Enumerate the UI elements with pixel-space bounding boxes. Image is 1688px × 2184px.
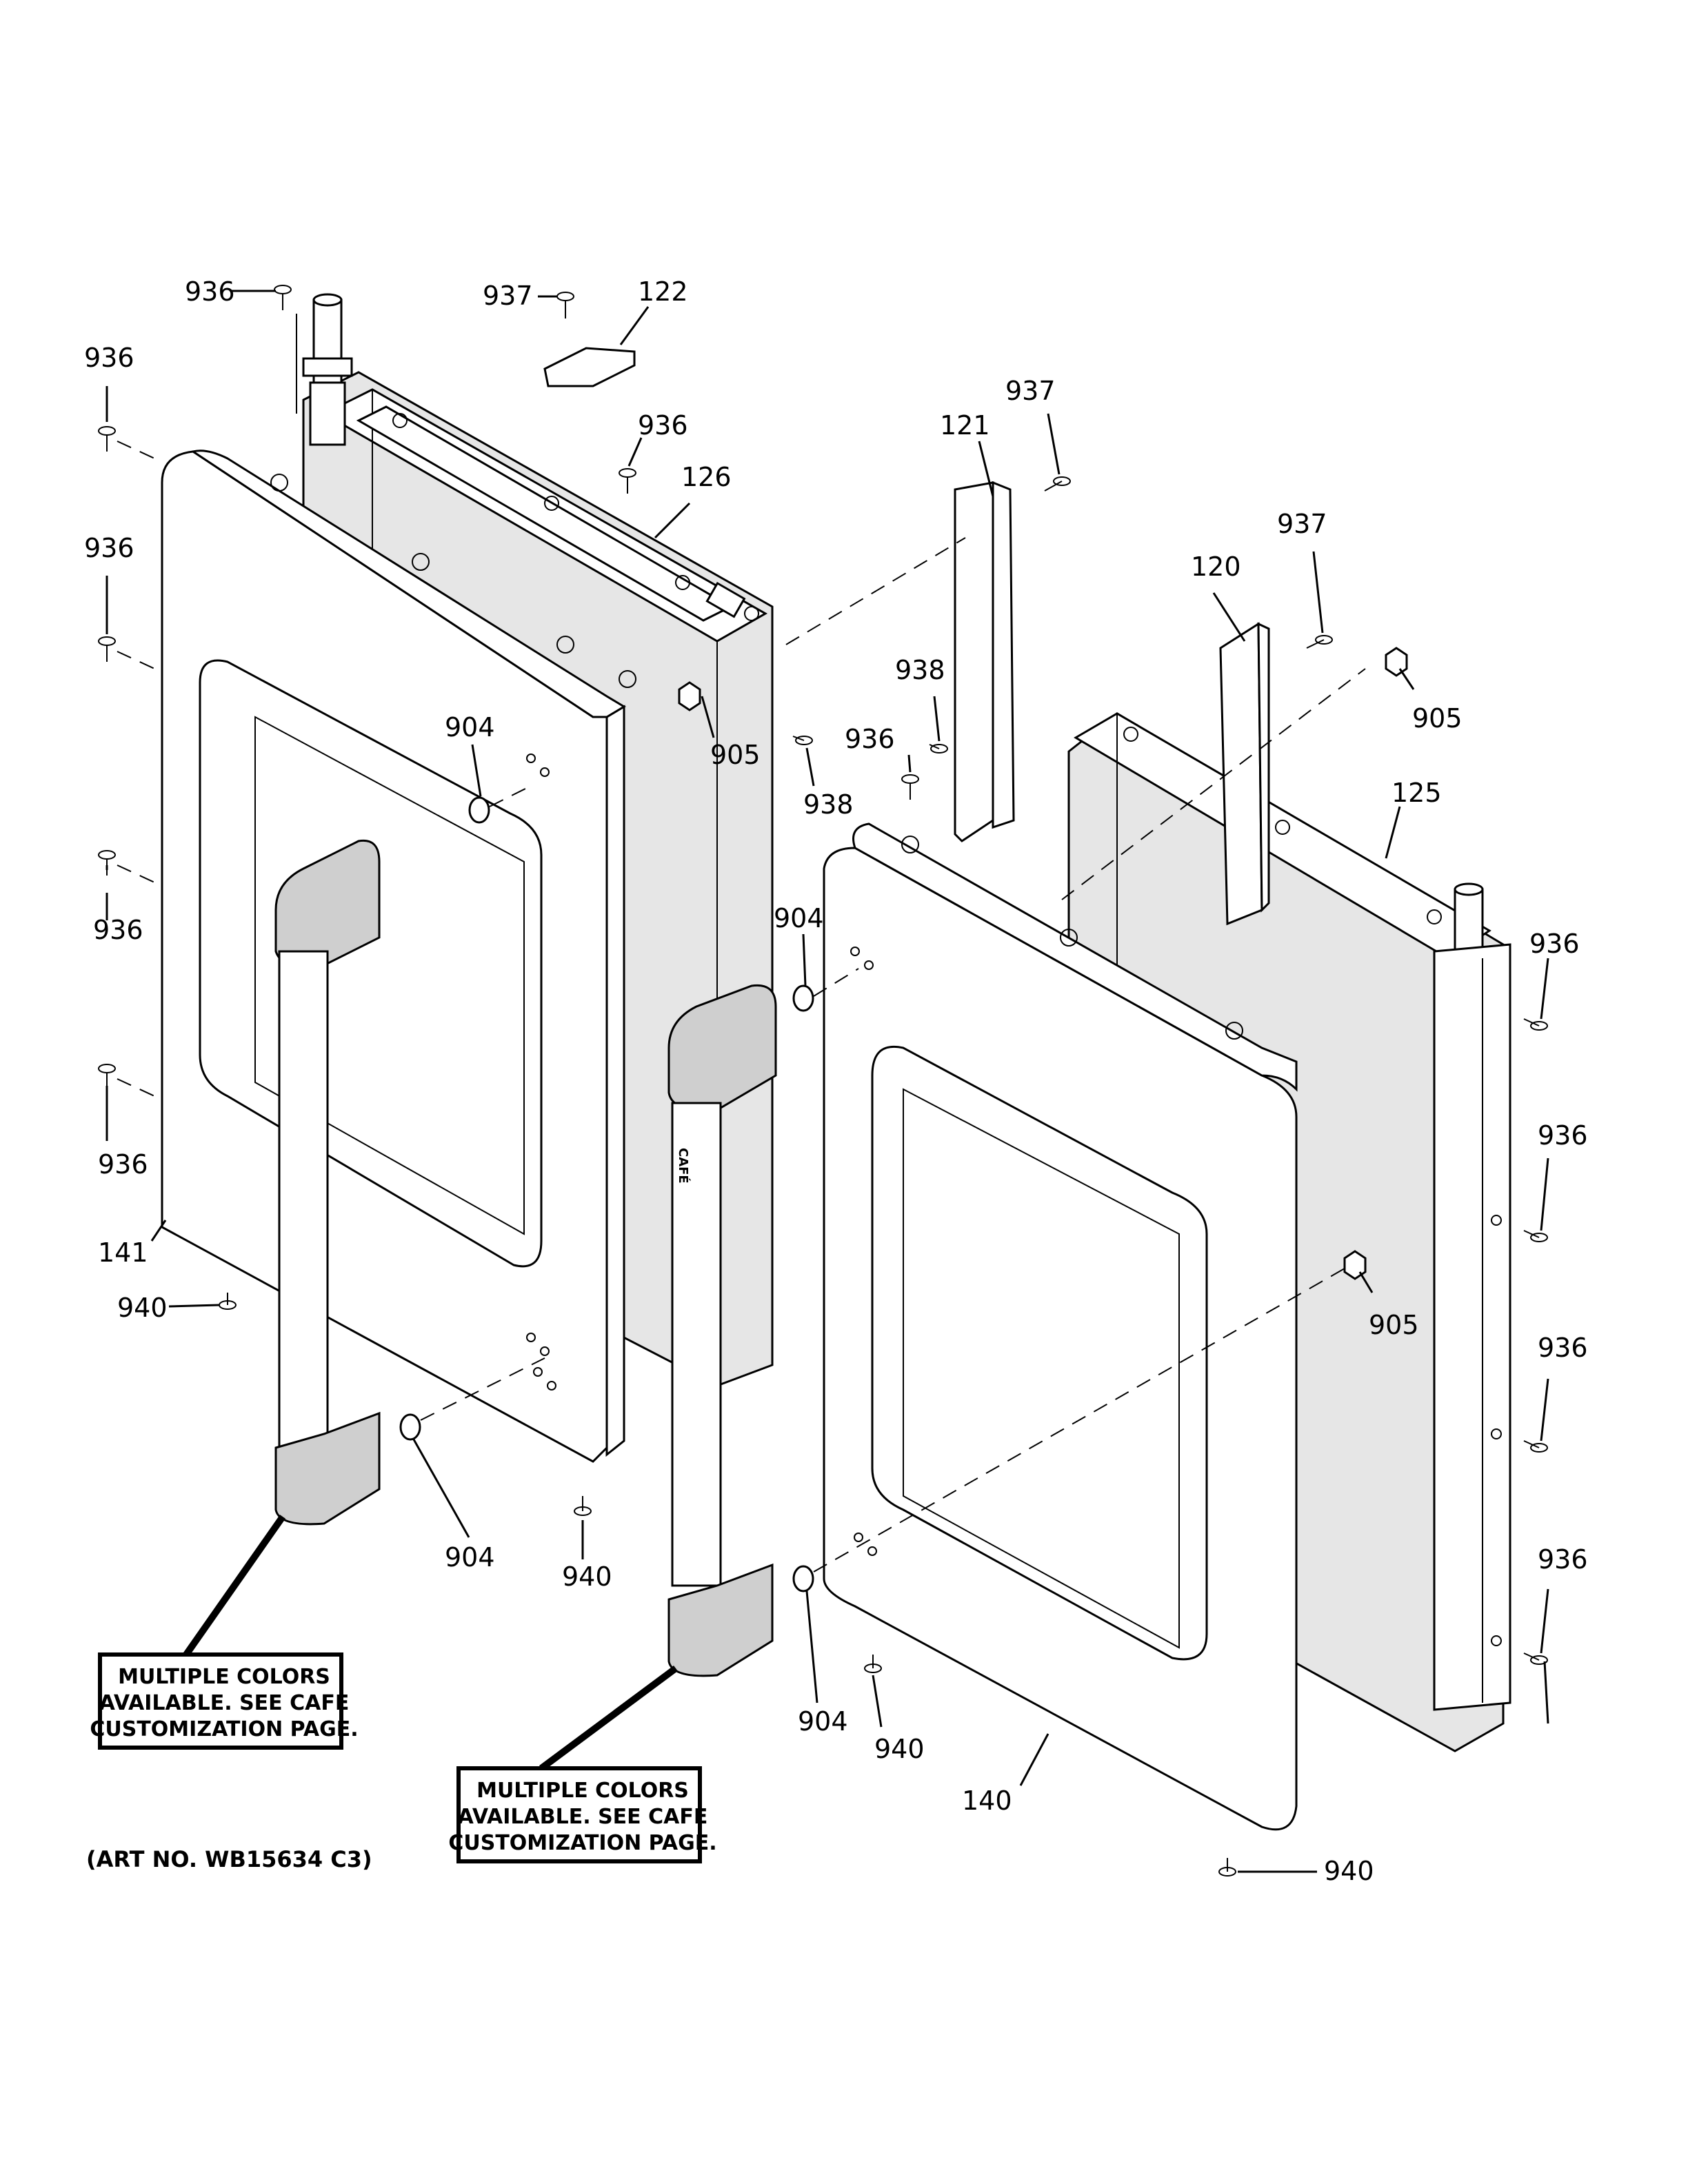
left-door-assembly bbox=[161, 293, 774, 1526]
note-box-left: MULTIPLE COLORS AVAILABLE. SEE CAFE CUST… bbox=[90, 1652, 359, 1750]
note-box-right: MULTIPLE COLORS AVAILABLE. SEE CAFE CUST… bbox=[448, 1766, 717, 1863]
label-937-a: 937 bbox=[483, 281, 533, 311]
screw-904-a bbox=[468, 796, 490, 824]
part-labels: 936 937 122 936 936 126 121 937 937 120 … bbox=[84, 276, 1588, 1886]
handle-left bbox=[274, 839, 381, 1526]
part-141-door bbox=[161, 449, 636, 1463]
label-936-c: 936 bbox=[638, 410, 688, 441]
label-936-i: 936 bbox=[98, 1149, 148, 1180]
label-936-g: 936 bbox=[93, 915, 143, 945]
label-936-e: 936 bbox=[845, 724, 895, 754]
screw-904-d bbox=[792, 1565, 814, 1593]
part-140-door bbox=[823, 822, 1298, 1831]
right-door-assembly: CAFÉ bbox=[667, 481, 1511, 1831]
label-940-b: 940 bbox=[562, 1561, 612, 1592]
screw-904-b bbox=[792, 984, 814, 1012]
label-905-a: 905 bbox=[710, 740, 761, 770]
note-left-line1: MULTIPLE COLORS bbox=[118, 1665, 330, 1689]
leader-lines bbox=[106, 290, 1549, 1873]
label-120: 120 bbox=[1191, 552, 1241, 582]
label-937-b: 937 bbox=[1005, 376, 1056, 406]
label-141: 141 bbox=[98, 1237, 148, 1268]
nut-905-b bbox=[1385, 647, 1408, 677]
part-121-upright bbox=[954, 481, 1015, 842]
label-905-c: 905 bbox=[1369, 1310, 1419, 1340]
label-122: 122 bbox=[638, 276, 688, 307]
hinge-assembly-right bbox=[1433, 882, 1511, 1711]
hinge-assembly-left bbox=[296, 293, 353, 446]
nut-905-a bbox=[678, 681, 701, 711]
art-number: (ART NO. WB15634 C3) bbox=[86, 1846, 372, 1872]
label-904-a: 904 bbox=[445, 712, 495, 742]
label-904-b: 904 bbox=[774, 903, 824, 933]
note-right-line1: MULTIPLE COLORS bbox=[476, 1779, 689, 1803]
label-940-d: 940 bbox=[1324, 1856, 1374, 1886]
label-938-a: 938 bbox=[895, 655, 945, 685]
label-126: 126 bbox=[681, 462, 732, 492]
label-121: 121 bbox=[940, 410, 990, 441]
part-122-bracket bbox=[543, 347, 636, 387]
label-140: 140 bbox=[962, 1786, 1012, 1816]
alignment-lines bbox=[117, 441, 1366, 1573]
note-left-line3: CUSTOMIZATION PAGE. bbox=[90, 1717, 358, 1741]
note-left-line2: AVAILABLE. SEE CAFE bbox=[99, 1691, 350, 1715]
note-right-line2: AVAILABLE. SEE CAFE bbox=[458, 1805, 708, 1829]
part-120-upright bbox=[1219, 622, 1270, 926]
label-936-h: 936 bbox=[1538, 1120, 1588, 1151]
label-125: 125 bbox=[1391, 778, 1442, 808]
note-right-line3: CUSTOMIZATION PAGE. bbox=[448, 1831, 716, 1855]
label-936-f: 936 bbox=[1529, 929, 1580, 959]
label-936-b: 936 bbox=[84, 343, 134, 373]
label-937-c: 937 bbox=[1277, 509, 1327, 539]
label-936-d: 936 bbox=[84, 533, 134, 563]
label-936-j: 936 bbox=[1538, 1333, 1588, 1363]
label-904-d: 904 bbox=[798, 1706, 848, 1737]
label-940-a: 940 bbox=[117, 1293, 168, 1323]
handle-logo-text: CAFÉ bbox=[676, 1148, 691, 1184]
label-936-k: 936 bbox=[1538, 1544, 1588, 1575]
label-905-b: 905 bbox=[1412, 703, 1463, 734]
label-904-c: 904 bbox=[445, 1542, 495, 1573]
handle-right: CAFÉ bbox=[667, 984, 777, 1677]
label-936-a: 936 bbox=[185, 276, 235, 307]
screw-904-c bbox=[399, 1413, 421, 1441]
label-938-b: 938 bbox=[803, 789, 854, 820]
label-940-c: 940 bbox=[874, 1734, 925, 1764]
note-leaders bbox=[183, 1515, 678, 1772]
